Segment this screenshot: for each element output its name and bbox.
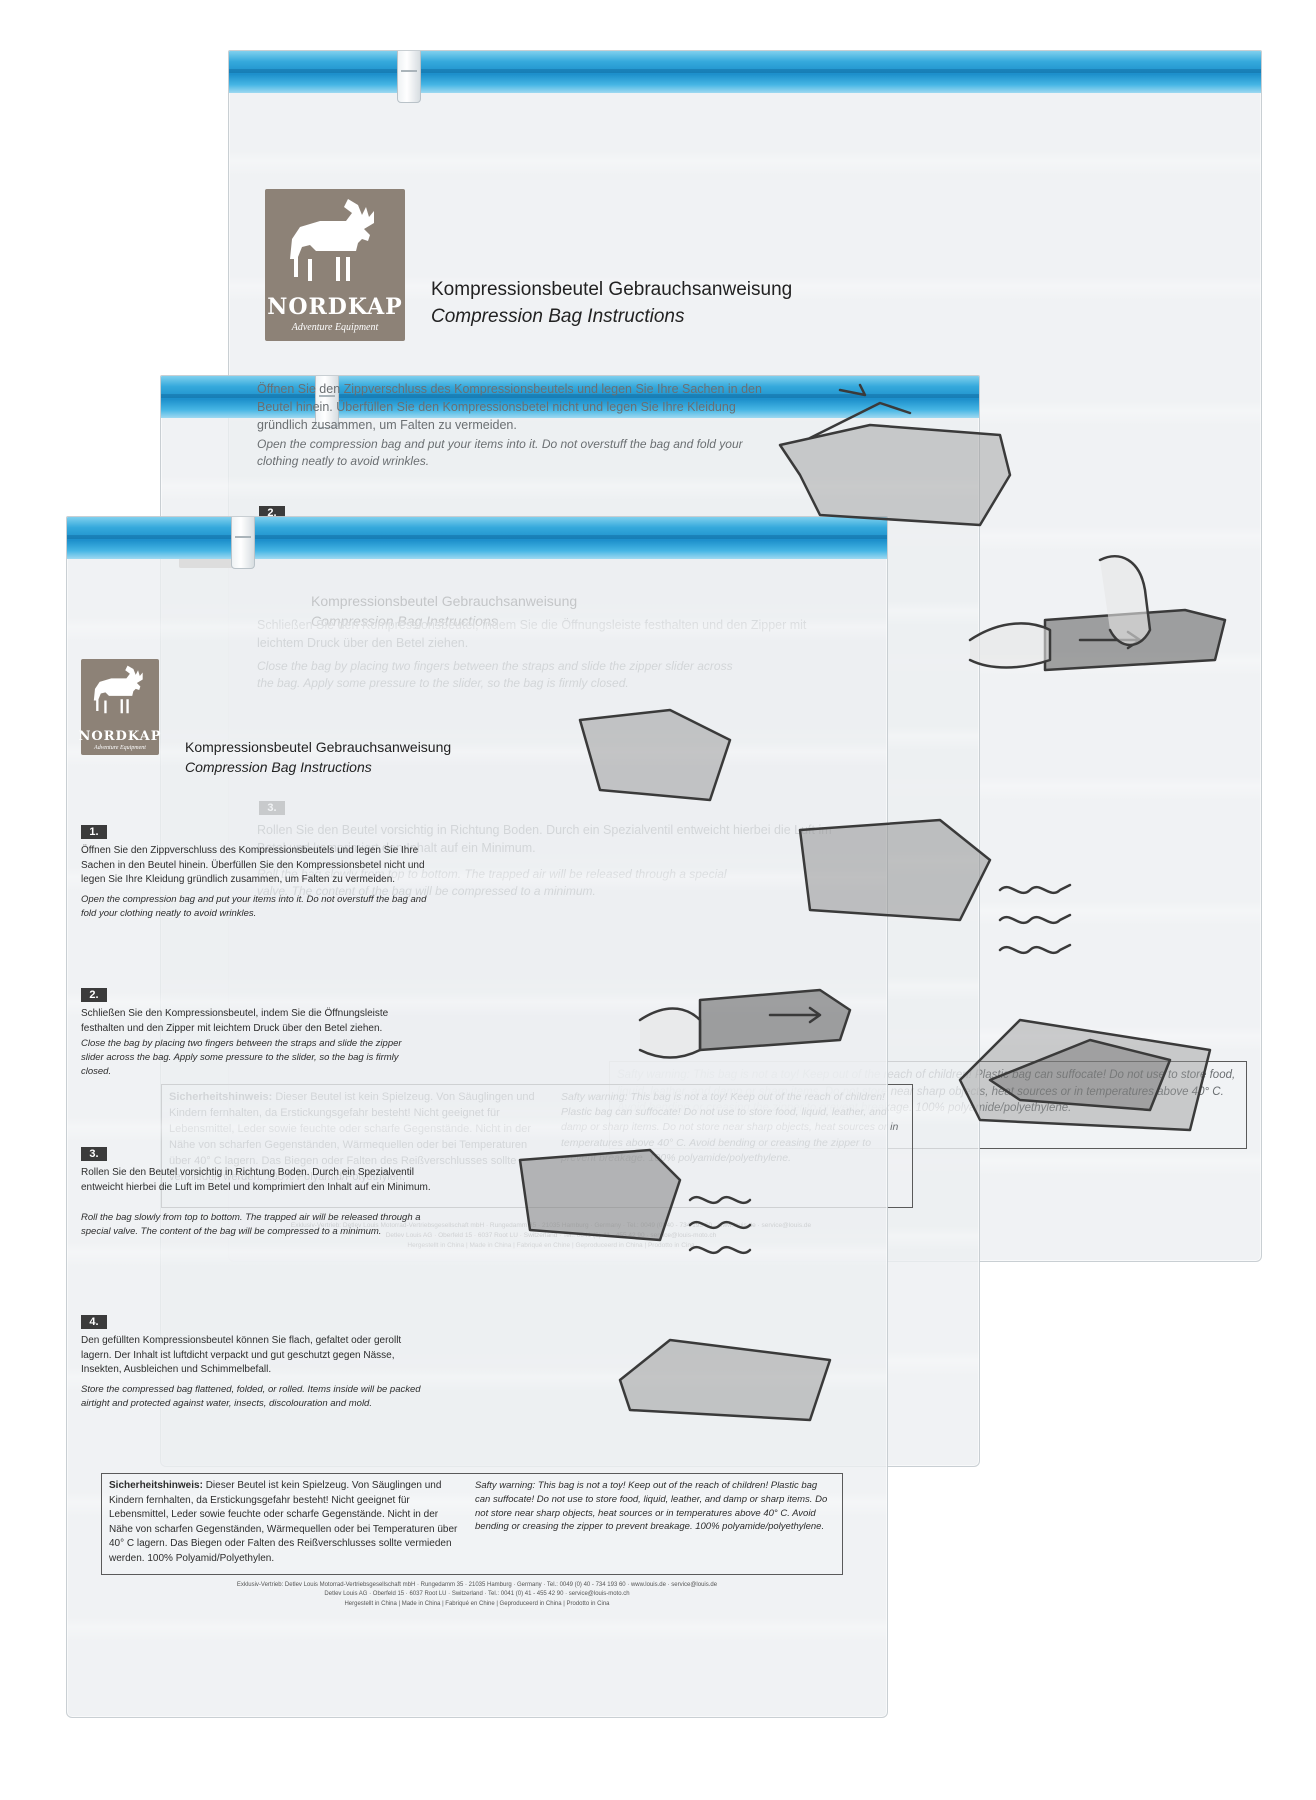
moose-icon (93, 665, 143, 714)
imprint-line-1: Exklusiv-Vertrieb: Detlev Louis Motorrad… (236, 1582, 718, 1588)
warning-body-english: This bag is not a toy! Keep out of the r… (475, 1480, 828, 1533)
open-bag-illustration-small (578, 708, 732, 802)
moose-icon (290, 199, 374, 281)
zipper-slider (315, 376, 339, 428)
step-1-german: Öffnen Sie den Zippverschluss des Kompre… (81, 845, 425, 885)
open-bag-illustration (778, 383, 1012, 527)
brand-tagline: Adventure Equipment (291, 322, 379, 333)
step-1-english: Open the compression bag and put your it… (81, 894, 427, 919)
zipper-slider (231, 517, 255, 569)
compressed-bag-illustration-small (618, 1338, 832, 1422)
compressed-bag-illustration (958, 1018, 1212, 1132)
brand-tagline: Adventure Equipment (94, 745, 146, 751)
zipper-strip (161, 376, 979, 418)
title-english: Compression Bag Instructions (431, 306, 685, 327)
warning-label-german: Sicherheitshinweis: (109, 1480, 203, 1491)
step-4-number: 4. (81, 1315, 107, 1329)
brand-name: NORDKAP (267, 294, 403, 320)
roll-bag-air-release-illustration-small (518, 1148, 752, 1255)
title-german: Kompressionsbeutel Gebrauchsanweisung (431, 279, 793, 300)
step-4-german: Den gefüllten Kompressionsbeutel können … (81, 1335, 402, 1375)
step-1-german: Öffnen Sie den Zippverschluss des Kompre… (257, 382, 762, 433)
step-1-number: 1. (81, 825, 107, 839)
step-1-english: Open the compression bag and put your it… (257, 437, 743, 469)
roll-bag-air-release-illustration (798, 818, 1072, 955)
step-2-number: 2. (81, 988, 107, 1002)
warning-box (101, 1473, 843, 1575)
step-3-english: Roll the bag slowly from top to bottom. … (81, 1212, 421, 1237)
step-3-number: 3. (81, 1147, 107, 1161)
title-german: Kompressionsbeutel Gebrauchsanweisung (185, 739, 452, 755)
imprint: Exklusiv-Vertrieb: Detlev Louis Motorrad… (177, 1581, 777, 1609)
zipper-strip (67, 517, 887, 559)
hands-closing-zipper-illustration (968, 555, 1227, 672)
hands-closing-zipper-illustration-small (638, 988, 852, 1059)
warning-body-german: Dieser Beutel ist kein Spielzeug. Von Sä… (109, 1480, 458, 1564)
step-3-german: Rollen Sie den Beutel vorsichtig in Rich… (81, 1167, 431, 1193)
brand-logo: NORDKAP Adventure Equipment (265, 189, 405, 341)
compression-bag-small: NORDKAP Adventure Equipment Kompressions… (66, 516, 888, 1718)
title-english: Compression Bag Instructions (185, 759, 372, 775)
warning-label-english: Safty warning: (475, 1480, 536, 1491)
brand-name: NORDKAP (78, 729, 162, 744)
imprint-line-2: Detlev Louis AG · Oberfeld 15 · 6037 Roo… (324, 1591, 630, 1598)
brand-logo: NORDKAP Adventure Equipment (78, 659, 162, 755)
step-2-german: Schließen Sie den Kompressionsbeutel, in… (81, 1008, 389, 1034)
warning-text-english: Safty warning: This bag is not a toy! Ke… (475, 1479, 835, 1534)
imprint-line-3: Hergestellt in China | Made in China | F… (344, 1600, 610, 1607)
step-4-english: Store the compressed bag flattened, fold… (81, 1384, 421, 1409)
warning-text-german: Sicherheitshinweis: Dieser Beutel ist ke… (109, 1479, 459, 1566)
zipper-slider (397, 51, 421, 103)
step-2-english: Close the bag by placing two fingers bet… (81, 1038, 402, 1077)
